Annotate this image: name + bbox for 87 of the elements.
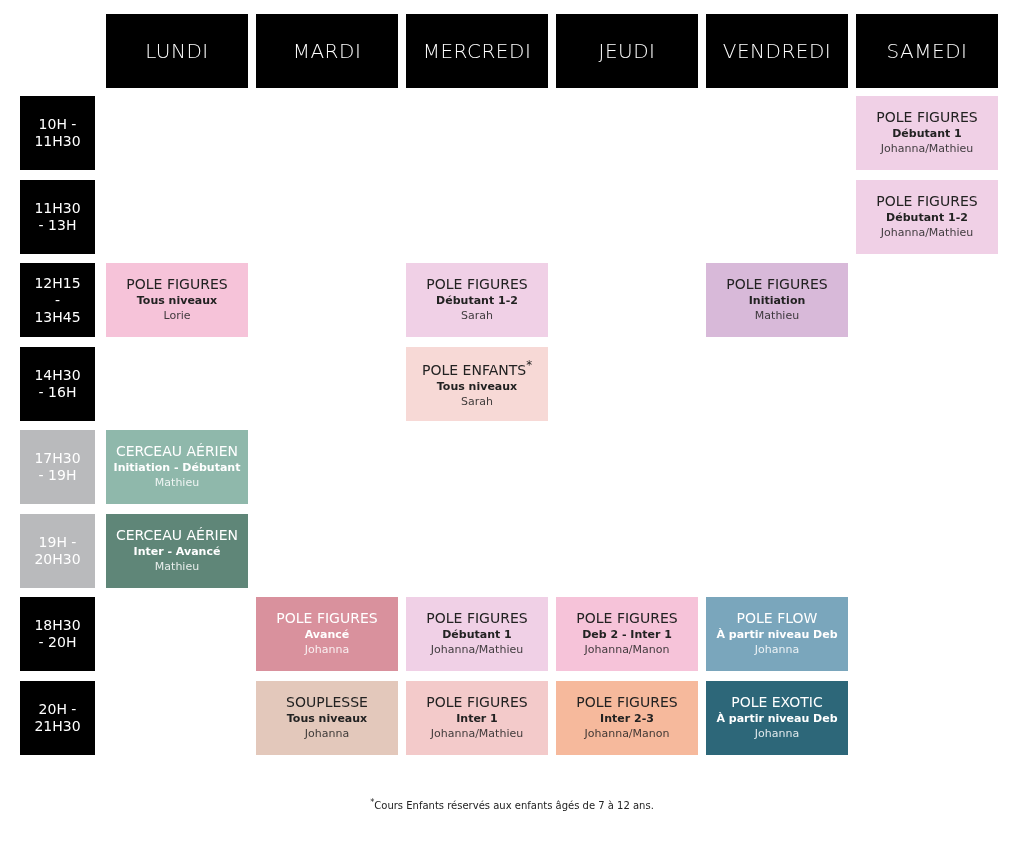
instructor: Johanna bbox=[304, 642, 350, 658]
day-header: MARDI bbox=[256, 14, 398, 88]
time-slot bbox=[20, 263, 95, 337]
level: Débutant 1 bbox=[892, 126, 962, 141]
level: Débutant 1-2 bbox=[436, 293, 518, 308]
class-card bbox=[856, 179, 998, 254]
time-slot bbox=[20, 513, 95, 588]
class-name: POLE FIGURES bbox=[126, 276, 228, 293]
class-name: POLE FIGURES bbox=[726, 276, 828, 293]
instructor: Mathieu bbox=[754, 308, 800, 324]
time-label: 19H - 20H30 bbox=[34, 533, 81, 568]
instructor: Johanna/Manon bbox=[584, 642, 670, 658]
instructor: Johanna/Mathieu bbox=[430, 642, 524, 658]
level: Initiation - Débutant bbox=[113, 460, 241, 475]
level: Avancé bbox=[304, 627, 350, 642]
time-slot bbox=[20, 346, 95, 421]
class-card bbox=[106, 513, 248, 588]
class-card bbox=[556, 597, 698, 671]
class-name: POLE FIGURES bbox=[426, 276, 528, 293]
time-label: 12H15 - 13H45 bbox=[34, 274, 81, 326]
instructor: Johanna/Mathieu bbox=[880, 224, 974, 241]
time-slot bbox=[20, 179, 95, 254]
class-card bbox=[556, 680, 698, 755]
level: Inter 1 bbox=[456, 710, 498, 726]
class-name: POLE EXOTIC bbox=[731, 693, 823, 711]
class-name: POLE FIGURES bbox=[426, 693, 528, 711]
instructor: Johanna bbox=[754, 642, 800, 658]
class-name: SOUPLESSE bbox=[286, 693, 368, 711]
level: Débutant 1 bbox=[442, 627, 512, 642]
footnote: $^{*}$Cours Enfants réservés aux enfants âgés de 7 à 12 ans. bbox=[370, 797, 654, 812]
class-card bbox=[856, 96, 998, 170]
class-card bbox=[406, 346, 548, 421]
time-label: 10H - 11H30 bbox=[34, 116, 81, 150]
instructor: Mathieu bbox=[154, 475, 200, 491]
class-card bbox=[406, 597, 548, 671]
class-card bbox=[706, 680, 848, 755]
instructor: Johanna/Mathieu bbox=[430, 725, 524, 742]
class-card bbox=[406, 263, 548, 337]
level: À partir niveau Deb bbox=[716, 627, 838, 642]
class-name: CERCEAU AÉRIEN bbox=[115, 443, 239, 460]
level: Tous niveaux bbox=[436, 378, 518, 394]
time-label: 20H - 21H30 bbox=[34, 700, 81, 735]
level: Inter 2-3 bbox=[600, 710, 654, 726]
level: Tous niveaux bbox=[286, 710, 368, 726]
day-header: VENDREDI bbox=[706, 14, 848, 88]
time-label: 11H30 - 13H bbox=[34, 199, 81, 234]
day-header: MERCREDI bbox=[406, 14, 548, 88]
class-card bbox=[106, 263, 248, 337]
class-name: POLE FIGURES bbox=[576, 610, 678, 627]
class-name: POLE FIGURES bbox=[876, 192, 978, 210]
instructor: Lorie bbox=[163, 308, 191, 324]
time-slot bbox=[20, 430, 95, 504]
class-name: POLE FIGURES bbox=[876, 109, 978, 126]
time-label: 18H30 - 20H bbox=[34, 617, 81, 651]
time-slot bbox=[20, 96, 95, 170]
day-header: JEUDI bbox=[556, 14, 698, 88]
instructor: Sarah bbox=[461, 308, 493, 324]
day-header: SAMEDI bbox=[856, 14, 998, 88]
instructor: Johanna/Mathieu bbox=[880, 141, 974, 157]
time-label: 14H30 - 16H bbox=[34, 366, 81, 401]
class-card bbox=[706, 263, 848, 337]
level: Débutant 1-2 bbox=[886, 209, 968, 225]
instructor: Johanna bbox=[304, 725, 350, 742]
instructor: Mathieu bbox=[154, 558, 200, 575]
level: Initiation bbox=[748, 293, 806, 308]
level: Tous niveaux bbox=[136, 293, 218, 308]
class-name: POLE FIGURES bbox=[576, 693, 678, 711]
instructor: Sarah bbox=[461, 393, 493, 410]
time-slot bbox=[20, 597, 95, 671]
day-header: LUNDI bbox=[106, 14, 248, 88]
level: À partir niveau Deb bbox=[716, 710, 838, 726]
class-card bbox=[406, 680, 548, 755]
class-name: CERCEAU AÉRIEN bbox=[115, 526, 239, 544]
class-card bbox=[256, 680, 398, 755]
class-name: POLE FIGURES bbox=[426, 610, 528, 627]
class-name: POLE FLOW bbox=[736, 610, 818, 627]
level: Deb 2 - Inter 1 bbox=[582, 627, 672, 642]
class-card bbox=[256, 597, 398, 671]
instructor: Johanna/Manon bbox=[584, 725, 670, 742]
class-name: POLE FIGURES bbox=[276, 610, 378, 627]
time-slot bbox=[20, 680, 95, 755]
class-card bbox=[106, 430, 248, 504]
instructor: Johanna bbox=[754, 725, 800, 742]
class-name: POLE ENFANTS$^{*}$ bbox=[422, 357, 532, 379]
class-card bbox=[706, 597, 848, 671]
level: Inter - Avancé bbox=[133, 543, 221, 559]
time-label: 17H30 - 19H bbox=[34, 450, 81, 484]
